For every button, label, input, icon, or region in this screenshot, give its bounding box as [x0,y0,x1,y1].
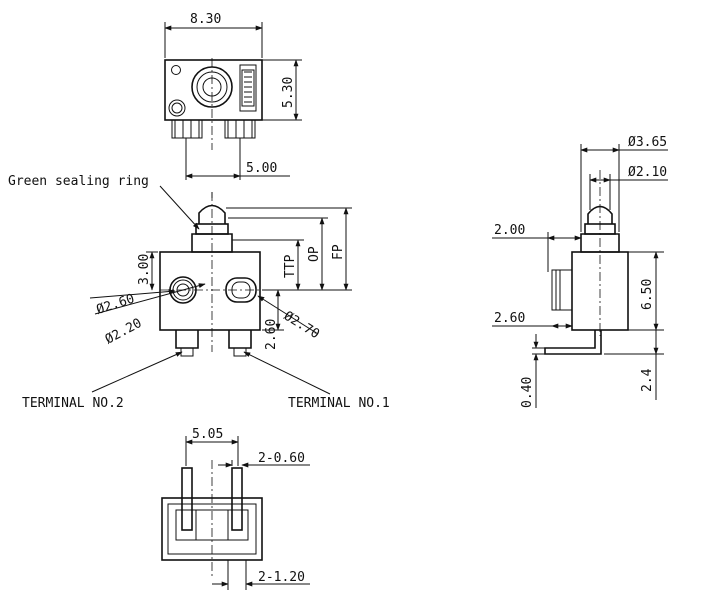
green-sealing-ring-label: Green sealing ring [8,174,149,189]
hole-right-height-dim: 2.60 [264,319,279,350]
bottom-pin-thickness-dim: 2-0.60 [258,451,305,466]
top-height-dim: 5.30 [281,77,296,108]
side-offset-top-dim: 2.00 [494,223,525,238]
pin-pitch-dim: 5.00 [246,161,277,176]
bottom-width-dim: 5.05 [192,427,223,442]
front-height-dim: 3.00 [137,254,152,285]
side-body-height-dim: 6.50 [640,279,655,310]
terminal-no2-label: TERMINAL NO.2 [22,396,124,411]
bottom-pin-width-dim: 2-1.20 [258,570,305,585]
side-terminal-height-dim: 2.4 [640,368,655,392]
terminal-no1-label: TERMINAL NO.1 [288,396,390,411]
hole-left-inner-dim: Ø2.20 [103,316,145,348]
ttp-label: TTP [283,254,298,278]
top-width-dim: 8.30 [190,12,221,27]
top-view: 8.30 5.30 5.00 [164,12,302,180]
front-view: Green sealing ring TTP OP FP [8,174,390,411]
side-terminal-thickness-dim: 0.40 [520,377,535,408]
side-offset-bottom-dim: 2.60 [494,311,525,326]
side-inner-dia-dim: Ø2.10 [628,165,667,180]
side-outer-dia-dim: Ø3.65 [628,135,667,150]
bottom-view: 5.05 2-0.60 2-1.20 [161,427,310,590]
hole-right-dia-dim: Ø2.70 [281,309,322,342]
op-label: OP [307,246,322,262]
side-view: Ø3.65 Ø2.10 2.00 2.60 6.50 2.4 0.40 [492,135,668,408]
fp-label: FP [331,244,346,260]
